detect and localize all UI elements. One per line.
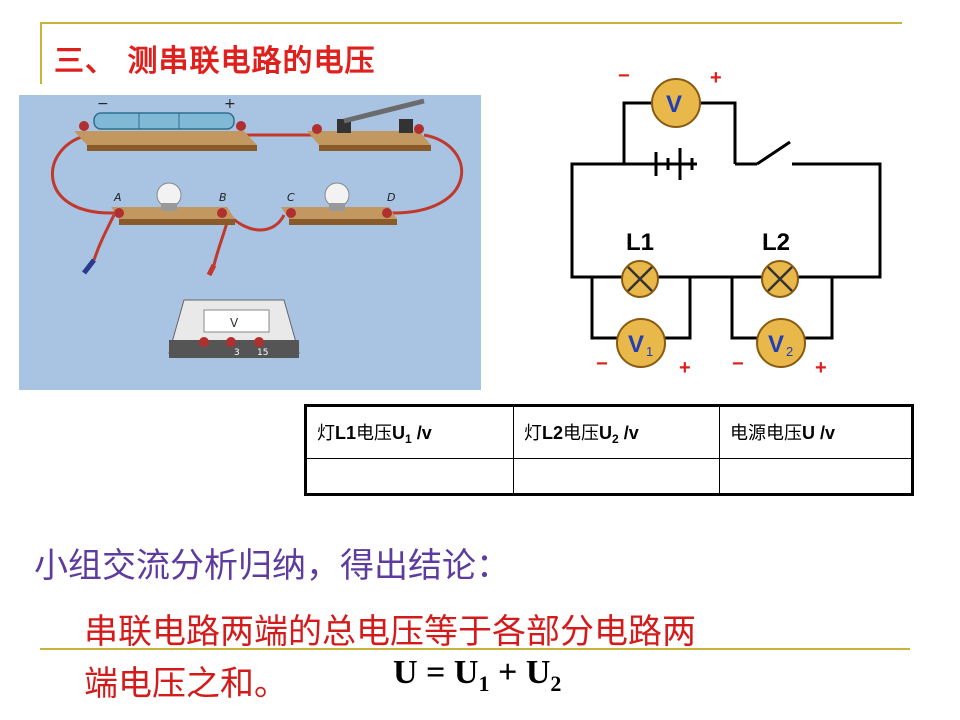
header-bold: L1 bbox=[335, 423, 357, 443]
lamp-l2-symbol bbox=[761, 260, 799, 298]
circuit-photo: − + A B C D V 3 bbox=[19, 95, 481, 390]
header-unit: /v bbox=[815, 423, 836, 443]
meter-scale-left: 3 bbox=[234, 348, 240, 358]
slide-title: 三、 测串联电路的电压 bbox=[54, 44, 376, 79]
left-accent-line bbox=[40, 22, 42, 84]
bulb-label-d: D bbox=[387, 191, 395, 204]
header-unit: /v bbox=[618, 423, 639, 443]
meter-face-text: V bbox=[230, 316, 239, 330]
header-text: 电压 bbox=[356, 423, 393, 443]
bulb-label-c: C bbox=[287, 191, 295, 204]
voltmeter-main-plus: + bbox=[710, 67, 722, 89]
header-var: U bbox=[599, 423, 613, 443]
conclusion-intro: 小组交流分析归纳，得出结论： bbox=[34, 546, 510, 586]
header-text: 电源电压 bbox=[730, 423, 802, 443]
bulb-label-b: B bbox=[219, 191, 227, 204]
battery-symbol bbox=[654, 148, 694, 180]
voltmeter-2-minus: − bbox=[732, 353, 744, 375]
voltmeter-main-minus: − bbox=[618, 65, 630, 87]
header-cell-l2-voltage: 灯L2电压U2 /v bbox=[513, 405, 720, 459]
table-header-row: 灯L1电压U1 /v 灯L2电压U2 /v 电源电压U /v bbox=[305, 405, 913, 459]
lamp-l1-symbol bbox=[621, 260, 659, 298]
header-cell-l1-voltage: 灯L1电压U1 /v bbox=[305, 405, 514, 459]
meter-scale-right: 15 bbox=[257, 348, 268, 358]
voltmeter-main-label: V bbox=[666, 91, 682, 118]
conclusion-line-1: 串联电路两端的总电压等于各部分电路两 bbox=[84, 612, 696, 652]
voltmeter-2-symbol: V 2 bbox=[756, 318, 806, 368]
circuit-photo-illustration: − + A B C D V 3 bbox=[50, 96, 464, 358]
voltmeter-1-symbol: V 1 bbox=[616, 318, 666, 368]
table-cell-l2-value[interactable] bbox=[513, 458, 720, 495]
voltmeter-1-minus: − bbox=[596, 353, 608, 375]
formula-text: + U bbox=[489, 654, 551, 691]
lamp-l1-label: L1 bbox=[626, 229, 654, 256]
table-cell-l1-value[interactable] bbox=[305, 458, 514, 495]
formula-subscript-1: 1 bbox=[478, 671, 490, 696]
bulb-label-a: A bbox=[113, 191, 122, 204]
header-subscript: 2 bbox=[612, 432, 619, 446]
header-bold: L2 bbox=[542, 423, 564, 443]
voltmeter-1-label: V bbox=[628, 331, 644, 358]
voltmeter-2-plus: + bbox=[815, 357, 827, 379]
header-var: U bbox=[802, 423, 815, 443]
table-cell-source-value[interactable] bbox=[719, 458, 913, 495]
formula-text: U = U bbox=[393, 654, 479, 691]
header-cell-source-voltage: 电源电压U /v bbox=[719, 405, 913, 459]
battery-minus-text: − bbox=[97, 96, 109, 112]
voltmeter-2-label: V bbox=[768, 331, 784, 358]
table-row bbox=[305, 458, 913, 495]
header-text: 电压 bbox=[563, 423, 600, 443]
lamp-l2-label: L2 bbox=[762, 229, 790, 256]
header-var: U bbox=[392, 423, 406, 443]
circuit-diagram: L1 L2 V V 1 V 2 − + − + − + bbox=[552, 60, 902, 380]
voltage-formula: U = U1 + U2 bbox=[393, 654, 561, 697]
formula-subscript-2: 2 bbox=[550, 671, 562, 696]
voltmeter-2-subscript: 2 bbox=[786, 344, 793, 359]
conclusion-line-2: 端电压之和。 bbox=[84, 664, 288, 704]
battery-plus-text: + bbox=[224, 96, 236, 112]
voltmeter-1-subscript: 1 bbox=[646, 344, 653, 359]
voltmeter-main-symbol: V bbox=[651, 78, 701, 128]
header-subscript: 1 bbox=[405, 432, 412, 446]
header-text: 灯 bbox=[317, 423, 335, 443]
voltmeter-1-plus: + bbox=[679, 357, 691, 379]
voltage-table: 灯L1电压U1 /v 灯L2电压U2 /v 电源电压U /v bbox=[304, 404, 914, 496]
top-accent-line bbox=[40, 22, 902, 24]
header-unit: /v bbox=[411, 423, 432, 443]
header-text: 灯 bbox=[524, 423, 542, 443]
bottom-accent-line bbox=[40, 648, 910, 650]
